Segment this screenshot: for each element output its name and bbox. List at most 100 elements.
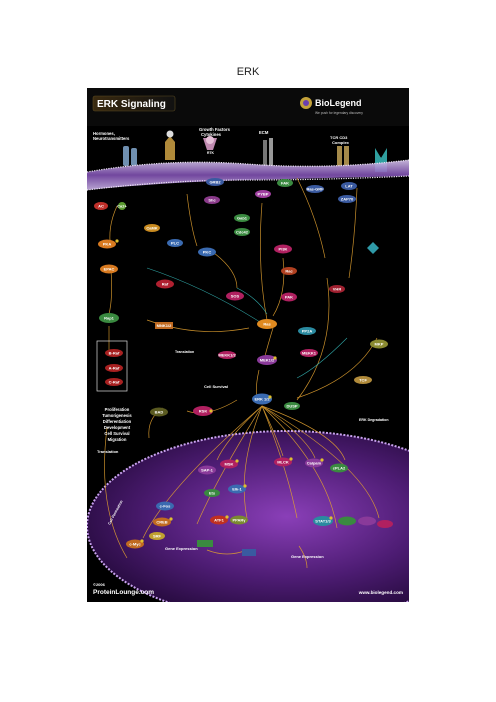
node-tcf: TCF xyxy=(354,376,372,384)
svg-text:DUSP: DUSP xyxy=(286,404,297,409)
label-neurotransmitters: Neurotransmitters xyxy=(93,136,130,141)
svg-text:PKC: PKC xyxy=(203,250,212,255)
hormone-ligand xyxy=(166,130,174,138)
node-sos: SOS xyxy=(226,291,244,301)
svg-text:Raf: Raf xyxy=(162,282,169,287)
inhibition-lines xyxy=(146,267,348,379)
footer-site-right: www.biolegend.com xyxy=(358,590,403,595)
phosphate-markers xyxy=(115,239,333,543)
arrow-ras-mek xyxy=(264,327,274,357)
outcome-list: Proliferation Tumorigenesis Differentiat… xyxy=(102,407,132,442)
node-ac: AC xyxy=(94,202,108,210)
page-title: ERK xyxy=(236,66,260,78)
label-hormones: Hormones, xyxy=(93,131,115,136)
line-dusp-erk xyxy=(296,337,348,379)
node-pka: PKA xyxy=(98,239,116,249)
node-shc: Shc xyxy=(204,196,220,204)
svg-text:CaMK: CaMK xyxy=(146,226,157,231)
gpcr-receptor-2 xyxy=(131,148,137,166)
arrow-erk-mnk xyxy=(216,405,263,461)
arrow-erk-ets xyxy=(261,405,338,529)
arrow-mek-erk xyxy=(255,369,260,397)
receptors xyxy=(123,130,387,254)
svg-text:c-Myc: c-Myc xyxy=(129,542,141,547)
svg-text:Rac: Rac xyxy=(285,269,293,274)
svg-text:GRB2: GRB2 xyxy=(209,180,221,185)
svg-text:SAP-1: SAP-1 xyxy=(201,468,214,473)
node-mlck: MLCK xyxy=(274,457,292,467)
svg-text:Ca2+: Ca2+ xyxy=(117,204,127,209)
svg-text:AC: AC xyxy=(98,204,104,209)
plasma-membrane xyxy=(87,159,409,191)
svg-text:Cdc42: Cdc42 xyxy=(236,230,249,235)
svg-text:TCF: TCF xyxy=(359,378,367,383)
label-ecm: ECM xyxy=(259,130,269,135)
node-stat: STAT1/3 xyxy=(313,516,333,526)
node-calpain: Calpain xyxy=(305,458,323,468)
node-rap1: Rap1 xyxy=(99,313,119,323)
node-vhr: VHR xyxy=(329,285,345,293)
node-cdc42: Cdc42 xyxy=(234,228,250,236)
svg-text:PKA: PKA xyxy=(103,242,112,247)
line-sos-ras xyxy=(236,287,268,315)
node-srf: SRF xyxy=(149,532,165,540)
poster-title: ERK Signaling xyxy=(97,99,166,110)
node-cmyc: c-Myc xyxy=(126,539,144,549)
svg-text:Rap1: Rap1 xyxy=(104,316,115,321)
footer-site-left: ProteinLounge.com xyxy=(93,589,154,596)
node-ras-grf: Ras-GRF xyxy=(306,185,324,193)
outcome-item: Differentiation xyxy=(103,419,132,424)
raf-isoform-box xyxy=(96,340,128,392)
node-bad: BAD xyxy=(150,407,168,417)
arrow-shc-grb2 xyxy=(186,193,198,247)
brand-name: BioLegend xyxy=(315,98,362,108)
svg-text:Calpain: Calpain xyxy=(307,461,322,466)
node-creb: CREB xyxy=(153,517,171,527)
outcome-item: Tumorigenesis xyxy=(102,413,132,418)
node-rac: Rac xyxy=(281,267,297,275)
node-ets: Ets xyxy=(204,489,220,497)
svg-text:c-Fos: c-Fos xyxy=(160,504,171,509)
label-cytokines: Cytokines xyxy=(201,132,222,137)
svg-text:B-Raf: B-Raf xyxy=(109,351,120,356)
node-smad-box xyxy=(242,549,256,556)
arrow-erk-mlck xyxy=(261,405,284,457)
brand-tagline: We push for legendary discovery xyxy=(315,111,363,115)
node-mekk1: MEKK1 xyxy=(300,349,318,357)
nucleus-body xyxy=(87,431,409,602)
svg-text:BAD: BAD xyxy=(155,410,164,415)
svg-text:Shc: Shc xyxy=(208,198,216,203)
arrow-zap-vhr xyxy=(348,187,358,279)
node-lat: LAT xyxy=(341,182,357,190)
node-msk: MSK xyxy=(220,459,238,469)
svg-text:VHR: VHR xyxy=(333,287,342,292)
pathway-diagram: ERK Signaling BioLegend We push for lege… xyxy=(87,88,409,602)
svg-text:FAK: FAK xyxy=(281,181,289,186)
svg-text:A-Raf: A-Raf xyxy=(109,366,120,371)
node-zap70: ZAP70 xyxy=(338,195,356,203)
svg-text:MNK1/2: MNK1/2 xyxy=(157,323,172,328)
outcome-item: Migration xyxy=(108,437,127,442)
node-grb2: GRB2 xyxy=(206,178,224,186)
svg-text:MKP: MKP xyxy=(375,342,384,347)
outcome-item: Cell Survival xyxy=(104,431,129,436)
membrane-inner-leaflet xyxy=(87,175,409,191)
node-camk: CaMK xyxy=(144,224,160,232)
biolegend-logo: BioLegend We push for legendary discover… xyxy=(300,97,363,115)
label-gene-expression-left: Gene Expression xyxy=(165,546,198,551)
node-dusp: DUSP xyxy=(284,402,300,410)
label-rtk: RTK xyxy=(207,151,215,155)
node-gab: Gab1 xyxy=(234,214,250,222)
arrow-pi3k-ras xyxy=(272,257,285,317)
integrin-receptor-2 xyxy=(269,138,273,166)
outcome-item: Development xyxy=(104,425,131,430)
svg-text:C-Raf: C-Raf xyxy=(109,380,120,385)
node-elk1: Elk-1 xyxy=(228,484,246,494)
footer-year: ©2006 xyxy=(93,582,106,587)
node-rsk: RSK xyxy=(193,406,213,416)
node-mnk: MNK1/2 xyxy=(155,322,173,329)
label-complex: Complex xyxy=(332,140,350,145)
node-epac: EPAC xyxy=(100,264,118,274)
svg-text:MEK1/2: MEK1/2 xyxy=(260,358,275,363)
bcr-signal-node xyxy=(367,242,379,254)
